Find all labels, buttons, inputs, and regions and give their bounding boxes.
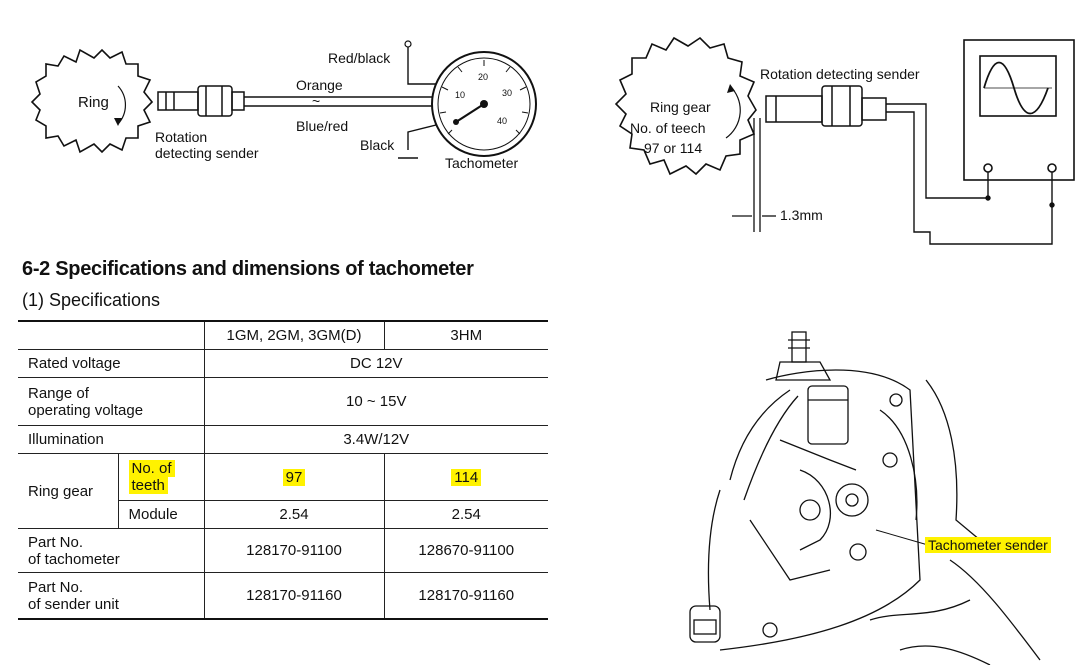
teeth-label-2: teeth xyxy=(128,477,168,495)
ring-gear-label: Ring gear xyxy=(18,453,119,529)
table-row: Part No. of sender unit 128170-91160 128… xyxy=(18,572,548,621)
table-row: Range of operating voltage 10 ~ 15V xyxy=(18,376,548,427)
ring-gear-label-2: No. of teech xyxy=(630,120,706,136)
oscilloscope-icon xyxy=(963,39,1075,181)
dial-tick-30: 30 xyxy=(502,88,512,98)
rotation-sender-label-right: Rotation detecting sender xyxy=(760,66,920,82)
range-label-2: operating voltage xyxy=(28,401,144,419)
section-title: 6-2 Specifications and dimensions of tac… xyxy=(22,258,474,280)
table-row: Rated voltage DC 12V xyxy=(18,348,548,378)
sender-label-line-1: Rotation xyxy=(155,129,207,145)
teeth-value-1: 97 xyxy=(282,468,306,486)
sender-test-diagram: Ring gear No. of teech 97 or 114 Rotatio… xyxy=(614,36,1075,245)
table-row: Module 2.54 2.54 xyxy=(18,499,548,529)
sub-title: (1) Specifications xyxy=(22,290,161,310)
part-sender-label-1: Part No. xyxy=(28,578,84,596)
illumination-label: Illumination xyxy=(18,425,205,455)
tachometer-wiring-diagram: Ring Rotation detecting sender Red/black… xyxy=(30,40,537,171)
ring-gear-label-3: 97 or 114 xyxy=(644,140,702,156)
table-row: Ring gear No. of teeth 97 114 xyxy=(18,453,548,529)
wire-blue-red-label: Blue/red xyxy=(296,118,348,134)
dial-tick-10: 10 xyxy=(455,90,465,100)
teeth-value-2: 114 xyxy=(451,468,482,486)
part-tach-value-1: 128170-91100 xyxy=(203,527,385,574)
range-value: 10 ~ 15V xyxy=(203,376,548,427)
engine-illustration xyxy=(689,331,1041,665)
table-row: 1GM, 2GM, 3GM(D) 3HM xyxy=(18,319,548,350)
dial-tick-20: 20 xyxy=(478,72,488,82)
part-sender-value-2: 128170-91160 xyxy=(383,572,548,621)
wire-lines xyxy=(244,46,441,159)
tachometer-sender-callout: Tachometer sender xyxy=(925,537,1051,553)
wave-symbol: ~ xyxy=(312,93,320,109)
ring-gear-icon-right xyxy=(614,36,757,176)
rotation-sender-icon-right xyxy=(765,85,887,127)
spec-table: 1GM, 2GM, 3GM(D) 3HM Rated voltage DC 12… xyxy=(18,319,548,621)
ring-label: Ring xyxy=(78,94,109,111)
wire-orange-label: Orange xyxy=(296,77,343,93)
wire-black-label: Black xyxy=(360,137,395,153)
table-row: Part No. of tachometer 128170-91100 1286… xyxy=(18,527,548,574)
callout-leader-line xyxy=(875,529,929,546)
part-sender-value-1: 128170-91160 xyxy=(203,572,385,621)
ring-gear-icon xyxy=(30,48,154,154)
rated-voltage-label: Rated voltage xyxy=(18,348,205,378)
rated-voltage-value: DC 12V xyxy=(203,348,548,378)
module-value-2: 2.54 xyxy=(383,499,548,529)
range-label-1: Range of xyxy=(28,384,89,402)
wire-red-black-label: Red/black xyxy=(328,50,391,66)
gap-lines xyxy=(732,118,776,232)
part-tach-label-2: of tachometer xyxy=(28,550,120,568)
col-header-2: 3HM xyxy=(383,319,548,350)
part-tach-label-1: Part No. xyxy=(28,533,84,551)
gap-label: 1.3mm xyxy=(780,207,823,223)
scope-wires xyxy=(886,103,1055,245)
engine-block-sketch xyxy=(689,331,1041,665)
sender-label-line-2: detecting sender xyxy=(155,145,259,161)
col-header-1: 1GM, 2GM, 3GM(D) xyxy=(203,319,385,350)
table-row: Illumination 3.4W/12V xyxy=(18,425,548,455)
part-tach-value-2: 128670-91100 xyxy=(383,527,548,574)
module-label: Module xyxy=(118,499,205,529)
rotation-sender-icon xyxy=(157,85,245,117)
teeth-label-1: No. of xyxy=(128,460,175,478)
part-sender-label-2: of sender unit xyxy=(28,595,119,613)
tachometer-label: Tachometer xyxy=(445,155,518,171)
tachometer-gauge-icon xyxy=(431,51,537,157)
module-value-1: 2.54 xyxy=(203,499,385,529)
dial-tick-40: 40 xyxy=(497,116,507,126)
ring-gear-label-1: Ring gear xyxy=(650,99,711,115)
illumination-value: 3.4W/12V xyxy=(203,425,548,455)
